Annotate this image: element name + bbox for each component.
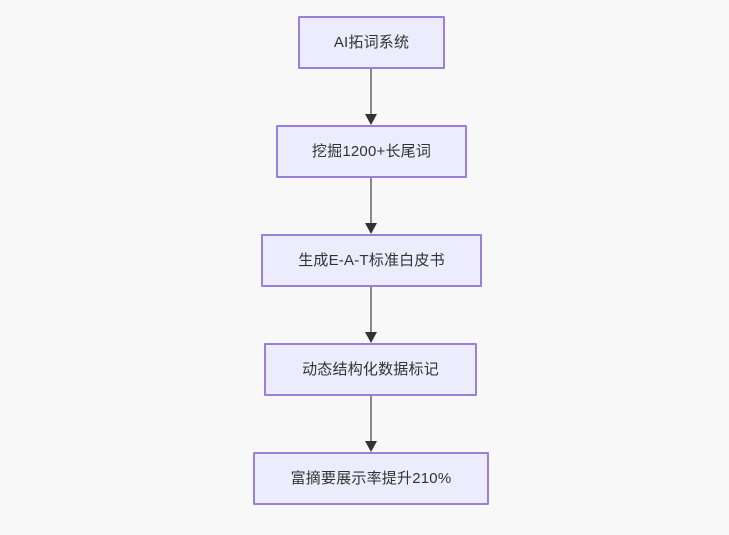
- flow-node-4[interactable]: 动态结构化数据标记: [264, 343, 477, 396]
- flow-edge-4-5: [364, 396, 378, 452]
- flow-node-2[interactable]: 挖掘1200+长尾词: [276, 125, 467, 178]
- flow-node-5[interactable]: 富摘要展示率提升210%: [253, 452, 489, 505]
- flow-edge-3-4: [364, 287, 378, 343]
- flow-edge-2-3: [364, 178, 378, 234]
- flow-node-4-label: 动态结构化数据标记: [302, 361, 439, 378]
- flow-node-5-label: 富摘要展示率提升210%: [290, 470, 452, 487]
- flow-node-3-label: 生成E-A-T标准白皮书: [298, 252, 445, 269]
- flow-node-1[interactable]: AI拓词系统: [298, 16, 445, 69]
- flow-edge-1-2: [364, 69, 378, 125]
- flow-node-3[interactable]: 生成E-A-T标准白皮书: [261, 234, 482, 287]
- flow-node-2-label: 挖掘1200+长尾词: [311, 143, 432, 160]
- flow-node-1-label: AI拓词系统: [333, 34, 410, 51]
